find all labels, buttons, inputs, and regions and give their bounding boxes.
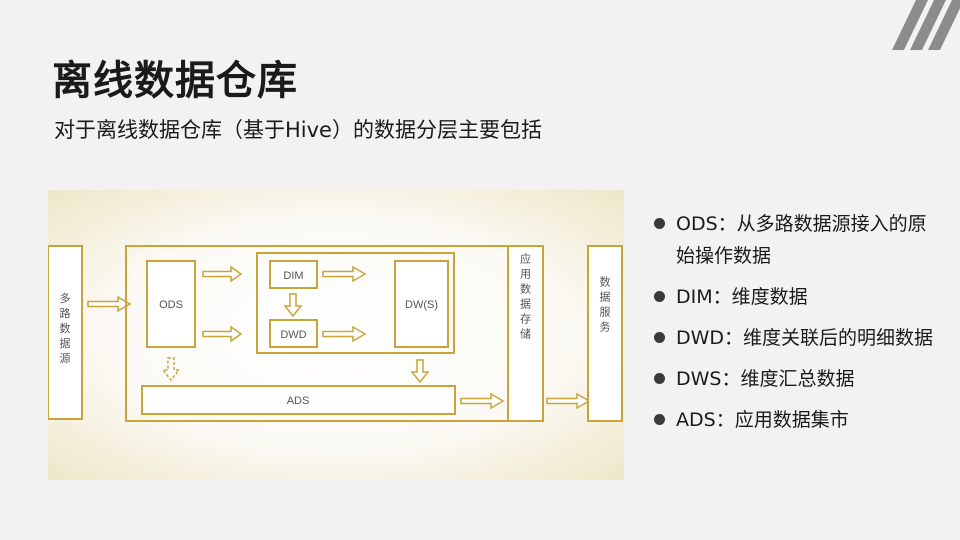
dim-label: DIM [283, 270, 303, 282]
bullet-ods: ODS：从多路数据源接入的原始操作数据 [652, 208, 942, 272]
bullet-dws: DWS：维度汇总数据 [652, 363, 942, 395]
storage-box [507, 245, 544, 422]
arrow-ods-to-dim [202, 266, 242, 282]
storage-label: 应用数据存储 [520, 252, 531, 341]
bullet-dot-icon [654, 414, 665, 425]
bullet-ads: ADS：应用数据集市 [652, 404, 942, 436]
service-box [587, 245, 623, 422]
bullet-text: ODS：从多路数据源接入的原始操作数据 [676, 213, 927, 267]
ads-label: ADS [287, 395, 310, 407]
service-label: 数据服务 [600, 276, 611, 334]
bullet-text: DWS：维度汇总数据 [676, 368, 855, 390]
arrow-dwd-to-dws [322, 326, 366, 342]
arrow-dws-to-ads [411, 359, 429, 383]
arrow-dim-to-dws [322, 266, 366, 282]
dwd-dim-group-box [256, 252, 455, 354]
arrow-ods-to-dwd [202, 326, 242, 342]
source-box [48, 245, 83, 420]
bullet-dot-icon [654, 218, 665, 229]
corner-stripes-decoration [892, 0, 960, 50]
dim-box [269, 260, 318, 289]
source-label: 多路数据源 [60, 291, 71, 365]
arrow-dim-to-dwd [284, 293, 302, 317]
page-subtitle: 对于离线数据仓库（基于Hive）的数据分层主要包括 [54, 118, 542, 142]
dwd-label: DWD [280, 329, 306, 341]
ads-box [141, 385, 456, 415]
arrow-warehouse-to-storage [460, 393, 504, 409]
bullet-text: DIM：维度数据 [676, 286, 808, 308]
bullet-dwd: DWD：维度关联后的明细数据 [652, 322, 942, 354]
ods-label: ODS [159, 299, 183, 311]
layer-bullet-list: ODS：从多路数据源接入的原始操作数据 DIM：维度数据 DWD：维度关联后的明… [652, 208, 942, 445]
dwd-box [269, 319, 318, 348]
bullet-text: ADS：应用数据集市 [676, 409, 849, 431]
arrow-source-to-warehouse [87, 296, 131, 312]
bullet-dot-icon [654, 291, 665, 302]
bullet-text: DWD：维度关联后的明细数据 [676, 327, 934, 349]
page-title: 离线数据仓库 [52, 58, 298, 104]
arrow-storage-to-service [546, 393, 590, 409]
dws-label: DW(S) [405, 299, 438, 311]
bullet-dim: DIM：维度数据 [652, 281, 942, 313]
ods-box [146, 260, 196, 348]
dws-box [394, 260, 449, 348]
bullet-dot-icon [654, 332, 665, 343]
arrow-ods-to-ads [161, 357, 181, 382]
bullet-dot-icon [654, 373, 665, 384]
data-warehouse-diagram: 多路数据源 ODS DIM DWD DW(S) ADS [48, 190, 624, 480]
